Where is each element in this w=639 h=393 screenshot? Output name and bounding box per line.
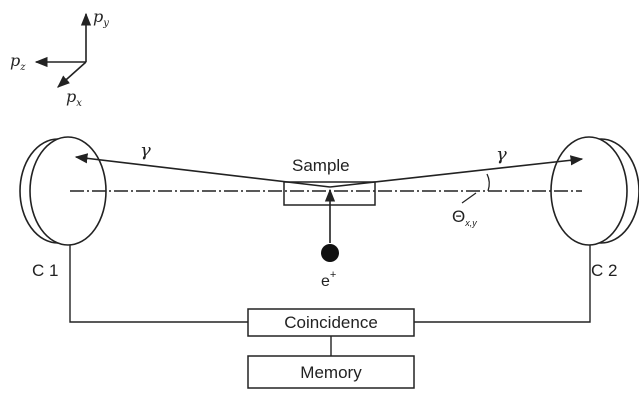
px-axis-arrow (57, 61, 87, 88)
theta-angle-arc (486, 173, 490, 192)
gamma-ray-left (74, 153, 331, 188)
gamma-left-label: γ (140, 140, 151, 161)
gamma-right-label: γ (496, 144, 507, 165)
memory-label: Memory (300, 363, 362, 382)
coincidence-box (247, 308, 415, 337)
detector-c2-label: C 2 (591, 261, 617, 280)
px-axis-label: px (66, 87, 82, 109)
theta-label: Θx,y (452, 207, 477, 228)
gamma-ray-right (329, 155, 584, 188)
wire-c1-to-coincidence (69, 245, 248, 323)
positron-source-dot (321, 244, 339, 262)
sample-label: Sample (292, 156, 350, 175)
memory-box (247, 355, 415, 389)
detector-c1-label: C 1 (32, 261, 58, 280)
py-axis-label: py (93, 7, 109, 29)
coincidence-label: Coincidence (284, 313, 378, 332)
positron-label: e+ (321, 269, 336, 290)
wire-c2-to-coincidence (414, 245, 591, 323)
momentum-axes (34, 12, 92, 88)
detector-c1 (19, 136, 107, 246)
theta-leader-line (461, 192, 477, 204)
pz-axis-label: pz (10, 51, 26, 73)
